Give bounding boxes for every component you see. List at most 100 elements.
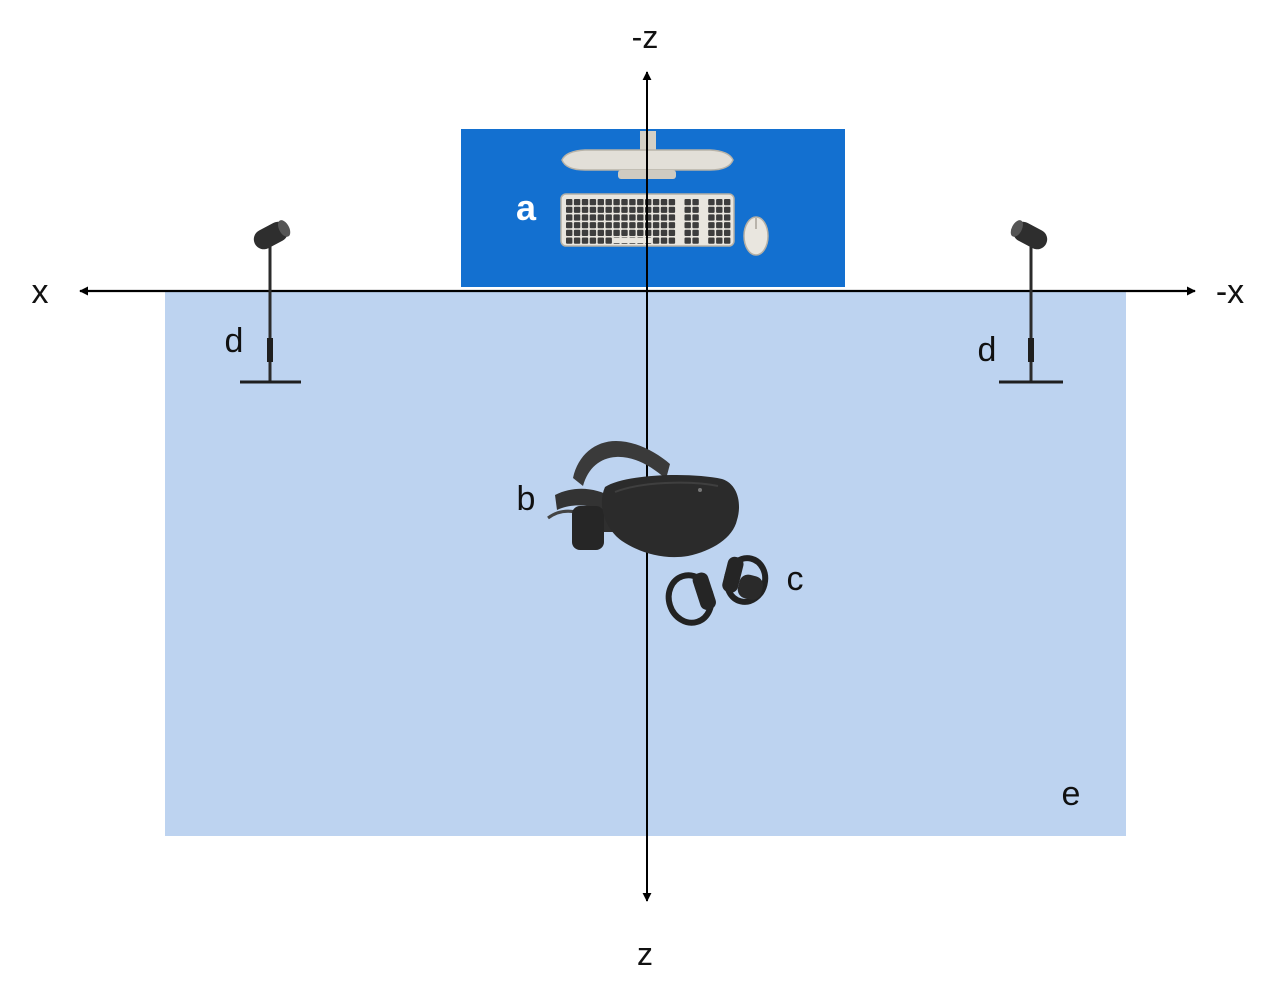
keyboard-key: [605, 214, 612, 221]
keyboard-key: [597, 222, 604, 229]
keyboard-key: [573, 199, 581, 206]
keyboard-key: [637, 206, 644, 213]
keyboard-key: [684, 199, 691, 206]
keyboard-key: [613, 206, 620, 213]
keyboard-key: [668, 206, 676, 213]
keyboard-key: [605, 229, 612, 236]
keyboard-key: [684, 206, 691, 213]
keyboard-key: [613, 222, 620, 229]
keyboard-key: [724, 206, 731, 213]
keyboard-key: [589, 199, 597, 206]
keyboard-key: [645, 206, 652, 213]
keyboard-key: [692, 214, 699, 221]
keyboard-key: [566, 199, 573, 206]
label-d-right: d: [978, 331, 997, 369]
keyboard-key: [652, 229, 660, 236]
keyboard-key: [573, 222, 581, 229]
keyboard-key: [621, 206, 628, 213]
keyboard-key: [573, 214, 581, 221]
keyboard-key: [566, 222, 573, 229]
keyboard-key: [692, 199, 699, 206]
keyboard-key: [605, 222, 612, 229]
keyboard-key: [660, 237, 668, 244]
axis-label-neg-z: -z: [632, 19, 659, 55]
label-b: b: [517, 480, 536, 518]
keyboard-key: [708, 199, 715, 206]
keyboard-key: [597, 229, 604, 236]
keyboard-key: [637, 222, 644, 229]
keyboard-key: [708, 206, 715, 213]
keyboard-key: [668, 229, 676, 236]
keyboard-key: [589, 206, 597, 213]
keyboard-key: [566, 229, 573, 236]
keyboard-key: [692, 237, 699, 244]
tracking-sensor-icon: [240, 220, 301, 384]
keyboard-icon: [560, 193, 735, 247]
keyboard-key: [692, 206, 699, 213]
keyboard-key: [645, 229, 652, 236]
keyboard-key: [684, 229, 691, 236]
axis-label-x: x: [32, 273, 49, 311]
keyboard-key: [645, 222, 652, 229]
keyboard-key: [637, 229, 644, 236]
axis-label-neg-x: -x: [1216, 273, 1244, 311]
keyboard-key: [566, 237, 573, 244]
keyboard-key: [724, 237, 731, 244]
keyboard-key: [589, 214, 597, 221]
label-e: e: [1062, 775, 1081, 813]
keyboard-key: [597, 237, 604, 244]
keyboard-key: [724, 229, 731, 236]
keyboard-key: [637, 214, 644, 221]
keyboard-key: [645, 199, 652, 206]
keyboard-key: [724, 222, 731, 229]
keyboard-key: [629, 199, 636, 206]
keyboard-key: [660, 214, 668, 221]
keyboard-key: [581, 206, 589, 213]
mouse-icon: [743, 216, 769, 256]
label-a: a: [516, 187, 537, 228]
keyboard-key: [597, 214, 604, 221]
keyboard-key: [652, 222, 660, 229]
keyboard-key: [708, 214, 715, 221]
keyboard-key: [660, 206, 668, 213]
keyboard-key: [637, 199, 644, 206]
keyboard-key: [621, 222, 628, 229]
keyboard-key: [581, 222, 589, 229]
keyboard-key: [581, 237, 589, 244]
keyboard-key: [581, 214, 589, 221]
keyboard-key: [716, 199, 723, 206]
keyboard-key: [708, 222, 715, 229]
keyboard-key: [589, 229, 597, 236]
keyboard-spacebar: [612, 238, 652, 243]
keyboard-key: [668, 237, 676, 244]
label-d-left: d: [225, 322, 244, 360]
label-c: c: [787, 560, 804, 598]
keyboard-key: [716, 229, 723, 236]
keyboard-key: [652, 199, 660, 206]
keyboard-key: [684, 222, 691, 229]
keyboard-key: [716, 206, 723, 213]
keyboard-key: [605, 199, 612, 206]
keyboard-key: [724, 214, 731, 221]
keyboard-key: [645, 214, 652, 221]
keyboard-key: [589, 222, 597, 229]
keyboard-key: [660, 229, 668, 236]
keyboard-key: [573, 229, 581, 236]
tracking-sensor-icon: [999, 220, 1063, 384]
keyboard-key: [724, 199, 731, 206]
keyboard-key: [621, 214, 628, 221]
keyboard-key: [716, 237, 723, 244]
keyboard-key: [716, 222, 723, 229]
keyboard-key: [605, 206, 612, 213]
keyboard-key: [573, 237, 581, 244]
keyboard-key: [621, 229, 628, 236]
keyboard-key: [716, 214, 723, 221]
keyboard-key: [708, 229, 715, 236]
keyboard-key: [692, 222, 699, 229]
keyboard-key: [668, 222, 676, 229]
keyboard-key: [692, 229, 699, 236]
keyboard-key: [652, 206, 660, 213]
keyboard-key: [684, 237, 691, 244]
